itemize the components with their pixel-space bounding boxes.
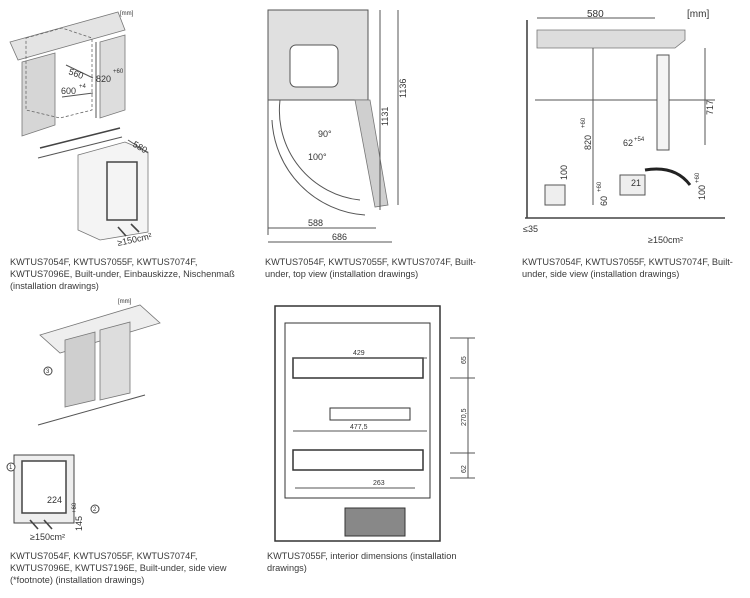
figure-side-view-footnote: [mm] 3 1 2 224 145 +60 ≥150cm² (0, 295, 255, 547)
dim-21: 21 (631, 178, 641, 188)
dim-65: 65 (461, 356, 468, 364)
dim-820-tolerance: +60 (581, 117, 587, 128)
dim-60: 60 (599, 196, 609, 206)
dim-60-tolerance: +60 (597, 181, 603, 192)
dim-717: 717 (705, 100, 715, 115)
interior-dimensions-drawing: 429 477,5 263 65 270,5 62 (274, 305, 475, 542)
side-view-drawing: 580 [mm] 717 820 +60 62 +54 100 21 60 +6… (523, 9, 725, 245)
dim-depth: 560 (67, 66, 85, 81)
dim-820: 820 (583, 135, 593, 150)
dim-263: 263 (373, 480, 385, 487)
callout-1: 1 (9, 465, 13, 471)
unit-label: [mm] (687, 9, 709, 20)
caption-top-view: KWTUS7054F, KWTUS7055F, KWTUS7074F, Buil… (265, 257, 476, 279)
niche-sketch-drawing: [mm] 560 600 +4 820 +60 580 ≥150cm² (9, 11, 153, 248)
figure-installation-sketch: [mm] 560 600 +4 820 +60 580 ≥150cm² (0, 0, 255, 250)
dim-height: 820 (96, 74, 111, 84)
dim-145-tolerance: +60 (72, 502, 78, 513)
caption-side-view-footnote: KWTUS7054F, KWTUS7055F, KWTUS7074F, KWTU… (10, 551, 227, 585)
dim-62: 62 (623, 138, 633, 148)
dim-width-tolerance: +4 (79, 84, 87, 90)
dim-62: 62 (461, 465, 468, 473)
angle-90: 90° (318, 129, 332, 139)
unit-label: [mm] (118, 299, 132, 305)
dim-224: 224 (47, 495, 62, 505)
figure-side-view: 580 [mm] 717 820 +60 62 +54 100 21 60 +6… (515, 0, 750, 250)
vent-area: ≥150cm² (30, 532, 65, 542)
dim-686: 686 (332, 232, 347, 242)
callout-3: 3 (46, 369, 50, 375)
dim-62-tolerance: +54 (634, 137, 645, 143)
side-view-footnote-drawing: [mm] 3 1 2 224 145 +60 ≥150cm² (6, 299, 161, 542)
dim-429: 429 (353, 350, 365, 357)
unit-label: [mm] (120, 11, 134, 17)
dim-1136: 1136 (398, 79, 408, 98)
angle-100: 100° (308, 152, 327, 162)
top-view-drawing: 90° 100° 1136 1131 588 686 (267, 9, 408, 243)
dim-height-tolerance: +60 (113, 69, 124, 75)
figure-interior-dimensions: 429 477,5 263 65 270,5 62 (265, 298, 500, 546)
caption-side-view: KWTUS7054F, KWTUS7055F, KWTUS7074F, Buil… (522, 257, 733, 279)
dim-270-5: 270,5 (461, 408, 468, 426)
figure-top-view: 90° 100° 1136 1131 588 686 (260, 0, 510, 250)
caption-installation-sketch: KWTUS7054F, KWTUS7055F, KWTUS7074F, KWTU… (10, 257, 235, 291)
dim-width: 600 (61, 86, 76, 96)
dim-100-bottom-tolerance: +60 (695, 172, 701, 183)
dim-35: ≤35 (523, 224, 538, 234)
callout-2: 2 (93, 507, 97, 513)
vent-area: ≥150cm² (648, 235, 683, 245)
dim-100-bottom: 100 (697, 185, 707, 200)
dim-477-5: 477,5 (350, 424, 368, 431)
caption-interior-dimensions: KWTUS7055F, interior dimensions (install… (267, 551, 457, 573)
dim-1131: 1131 (380, 107, 390, 126)
dim-145: 145 (74, 516, 84, 531)
dim-100: 100 (559, 165, 569, 180)
dim-580: 580 (587, 9, 604, 20)
dim-588: 588 (308, 218, 323, 228)
